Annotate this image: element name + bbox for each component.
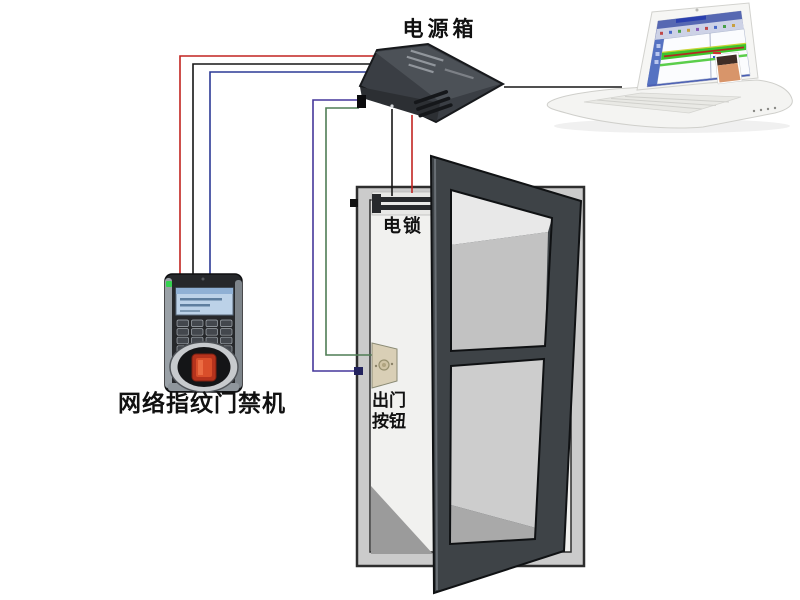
photo-face xyxy=(717,63,741,83)
glass-upper-dark xyxy=(451,232,548,351)
lcd-header xyxy=(176,288,233,294)
psu-vents xyxy=(413,90,453,118)
door-leaf xyxy=(429,154,583,595)
laptop-keyboard xyxy=(583,92,742,114)
wires xyxy=(179,55,622,375)
psu-front-face xyxy=(360,87,440,121)
exit-button-center xyxy=(382,363,386,367)
toolbar-icons xyxy=(660,24,735,35)
webcam-dot xyxy=(695,8,699,12)
selected-row-text xyxy=(664,46,744,58)
screen-toolbar xyxy=(655,19,744,40)
wire-blue-reader-to-psu xyxy=(209,71,372,276)
lcd-text-line xyxy=(180,298,222,301)
reader-lcd xyxy=(175,287,234,316)
sensor-highlight xyxy=(198,360,203,375)
reader-mic-hole xyxy=(201,277,205,281)
door-edge-highlight xyxy=(434,158,438,591)
fingerprint-reader xyxy=(164,273,243,393)
exit-button-label-line1: 出门 xyxy=(372,391,406,411)
psu-power-connector xyxy=(357,95,366,108)
exit-button-screw xyxy=(374,364,378,368)
fingerprint-sensor xyxy=(169,341,239,393)
reader-left-rail xyxy=(165,278,172,388)
exit-button-label: 出门 按钮 xyxy=(360,391,418,433)
wire-red-reader-to-psu xyxy=(179,55,374,276)
power-supply-box xyxy=(357,42,506,124)
lcd-text-line xyxy=(180,304,210,307)
status-led-green xyxy=(166,281,172,287)
photo-hair xyxy=(716,54,738,66)
floor-shadow xyxy=(371,486,433,554)
wire-purple-psu-to-button xyxy=(312,99,361,372)
lock-bar xyxy=(378,205,435,210)
row-yellow-edge xyxy=(662,42,746,54)
exit-button-label-line2: 按钮 xyxy=(372,412,406,432)
exit-button-screw xyxy=(390,362,394,366)
exit-button xyxy=(371,342,398,389)
laptop-ports xyxy=(752,106,777,113)
laptop-screen xyxy=(646,10,751,88)
keyboard-rows xyxy=(596,96,730,110)
screen-title-segment xyxy=(676,15,706,23)
laptop xyxy=(546,2,793,133)
glass-lower-frame xyxy=(448,357,546,546)
wire-green-psu-to-button xyxy=(325,107,374,356)
frame-hinge-nub xyxy=(350,199,358,207)
psu-screw xyxy=(390,104,394,108)
lock-block xyxy=(372,194,381,213)
lcd-text-line xyxy=(180,310,200,312)
glass-lower-light xyxy=(451,359,544,528)
panel-divider xyxy=(709,32,712,79)
glass-upper-light xyxy=(451,190,552,245)
electric-lock-label: 电锁 xyxy=(383,216,423,237)
user-photo xyxy=(714,51,743,85)
electric-lock xyxy=(371,191,441,216)
psu-top-face xyxy=(375,46,500,102)
lock-bar xyxy=(378,197,435,202)
wire-black-reader-to-psu xyxy=(192,63,373,276)
glass-lower-dark xyxy=(450,505,536,544)
lock-plate xyxy=(371,191,441,216)
fingerprint-reader-label: 网络指纹门禁机 xyxy=(118,391,286,417)
sidebar-icons xyxy=(654,44,661,64)
psu-label-print xyxy=(406,49,474,80)
power-box-label: 电源箱 xyxy=(402,17,478,41)
glass-upper-frame xyxy=(450,188,554,353)
wire-terminal-connector xyxy=(354,367,363,375)
